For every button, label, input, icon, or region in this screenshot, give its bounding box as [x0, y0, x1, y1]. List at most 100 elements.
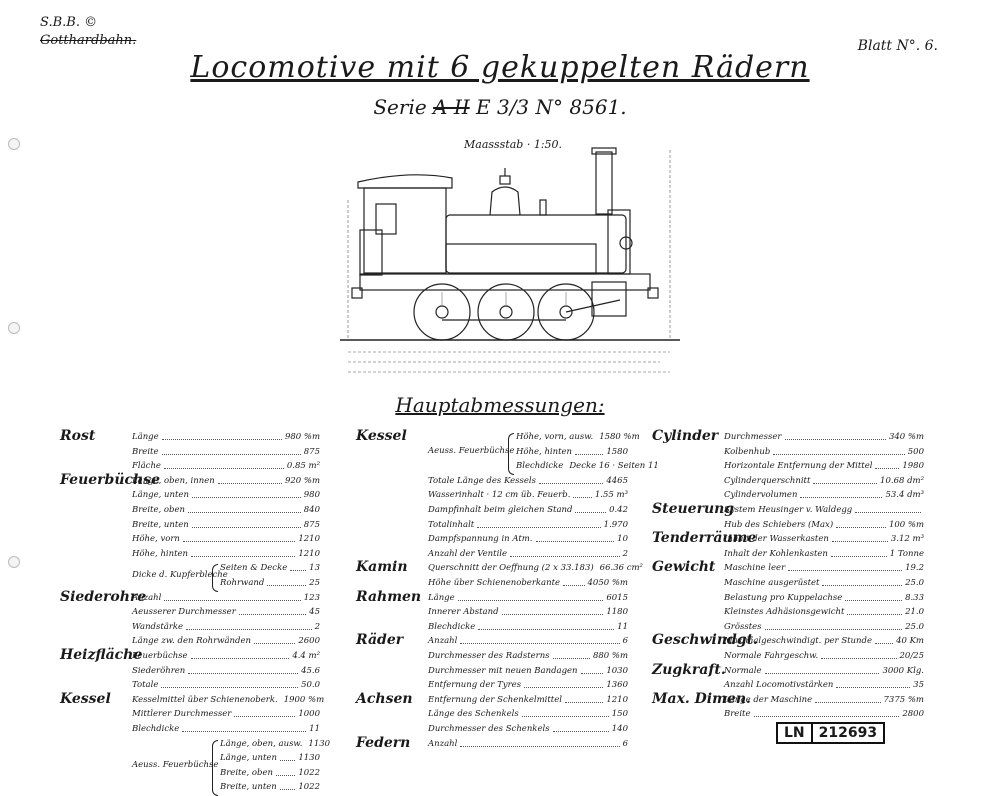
spec-label: Maximalgeschwindigt. per Stunde — [724, 636, 872, 647]
spec-label: Totale — [132, 680, 159, 691]
spec-value: 45 — [309, 607, 320, 618]
spec-row: Maximalgeschwindigt. per Stunde 40 Km — [724, 636, 924, 646]
spec-label: Blechdicke — [428, 621, 476, 632]
leader-dots — [187, 511, 301, 513]
spec-value: 1000 — [298, 709, 320, 720]
spec-row: Entfernung der Tyres 1360 — [428, 680, 628, 690]
spec-value: 1 Tonne — [889, 548, 924, 559]
brace — [212, 739, 218, 796]
spec-row: Inhalt der Wasserkasten 3.12 m³ — [724, 534, 924, 544]
spec-label: Breite, oben — [220, 767, 273, 778]
spec-value: 875 — [303, 519, 320, 530]
spec-value: 980 %m — [284, 432, 320, 442]
group-title: Zugkraft. — [652, 661, 726, 678]
spec-label: Inhalt der Kohlenkasten — [724, 548, 828, 559]
spec-value: 340 %m — [888, 432, 924, 442]
group-title: Tenderräume — [652, 530, 757, 547]
spec-label: Dampfspannung in Atm. — [428, 534, 533, 545]
group-title: Steuerung — [652, 501, 735, 517]
stamp-number: 212693 — [818, 725, 878, 741]
spec-value: 3.12 m³ — [890, 534, 924, 545]
punch-hole — [8, 138, 20, 150]
leader-dots — [573, 496, 592, 499]
spec-label: Breite, unten — [220, 782, 277, 793]
spec-label: Anzahl der Ventile — [428, 548, 508, 559]
spec-value: 11 — [617, 621, 628, 632]
spec-value: 50.0 — [301, 680, 320, 691]
spec-label: Aeusserer Durchmesser — [132, 607, 236, 618]
spec-value: 1210 — [298, 548, 320, 559]
spec-value: 6015 — [606, 592, 628, 603]
spec-value: 11 — [309, 724, 320, 734]
spec-label: Inhalt der Wasserkasten — [724, 534, 829, 545]
leader-dots — [535, 540, 615, 543]
spec-value: 10.68 dm² — [880, 475, 924, 486]
spec-value: 123 — [303, 592, 320, 603]
leader-dots — [875, 467, 900, 470]
spec-label: Maschine ausgerüstet — [724, 578, 820, 588]
spec-label: Kolbenhub — [724, 446, 771, 457]
spec-label: Breite, unten — [132, 519, 189, 530]
spec-label: Kesselmittel über Schienenoberk. — [132, 694, 278, 705]
spec-value: 140 — [611, 724, 628, 734]
spec-value: 53.4 dm³ — [885, 490, 924, 501]
spec-label: Anzahl — [428, 738, 458, 749]
spec-value: 920 %m — [284, 475, 320, 486]
spec-label: Querschnitt der Oeffnung (2 x 33.183) — [428, 563, 594, 574]
leader-dots — [831, 540, 888, 543]
spec-row: Höhe, vorn, ausw.1580 %m — [516, 432, 640, 442]
group-title: Achsen — [356, 690, 413, 707]
group-title: Geschwindgt. — [652, 632, 758, 649]
spec-value: 2800 — [902, 709, 924, 720]
spec-label: Anzahl — [132, 592, 162, 603]
leader-dots — [855, 511, 921, 513]
sub-group-label: Dicke d. Kupferbleche — [132, 570, 228, 580]
spec-label: Entfernung der Tyres — [428, 680, 522, 691]
spec-value: 13 — [309, 563, 320, 574]
leader-dots — [186, 628, 312, 630]
leader-dots — [279, 788, 296, 791]
spec-value: 45.6 — [301, 665, 320, 676]
leader-dots — [784, 438, 886, 440]
spec-value: 1.55 m³ — [594, 490, 628, 501]
spec-value: 40 Km — [896, 636, 924, 647]
group-title: Feuerbüchse — [60, 471, 161, 488]
group-title: Kessel — [356, 428, 407, 444]
spec-value: 6 — [622, 738, 628, 749]
leader-dots — [580, 672, 604, 674]
locomotive-drawing — [340, 147, 680, 373]
spec-label: Normale — [724, 665, 762, 676]
company-header: S.B.B. © Gotthardbahn. — [40, 14, 136, 50]
group-title: Räder — [356, 632, 404, 649]
spec-value: 1022 — [298, 767, 320, 778]
leader-dots — [164, 599, 301, 601]
leader-dots — [182, 730, 307, 732]
spec-row: Wasserinhalt · 12 cm üb. Feuerb. 1.55 m³ — [428, 490, 628, 500]
group-title: Max. Dimen. — [652, 690, 751, 707]
leader-dots — [575, 511, 607, 513]
leader-dots — [279, 759, 296, 762]
brace — [212, 564, 218, 592]
spec-label: Wasserinhalt · 12 cm üb. Feuerb. — [428, 490, 571, 501]
spec-label: Höhe, vorn, ausw. — [516, 432, 594, 442]
spec-label: Höhe über Schienenoberkante — [428, 578, 561, 588]
leader-dots — [764, 672, 880, 674]
spec-value: 1360 — [606, 680, 628, 691]
sub-group-label: Aeuss. Feuerbüchse — [132, 759, 219, 770]
spec-label: System Heusinger v. Waldegg — [724, 505, 853, 515]
company-struck: Gotthardbahn. — [40, 33, 137, 48]
